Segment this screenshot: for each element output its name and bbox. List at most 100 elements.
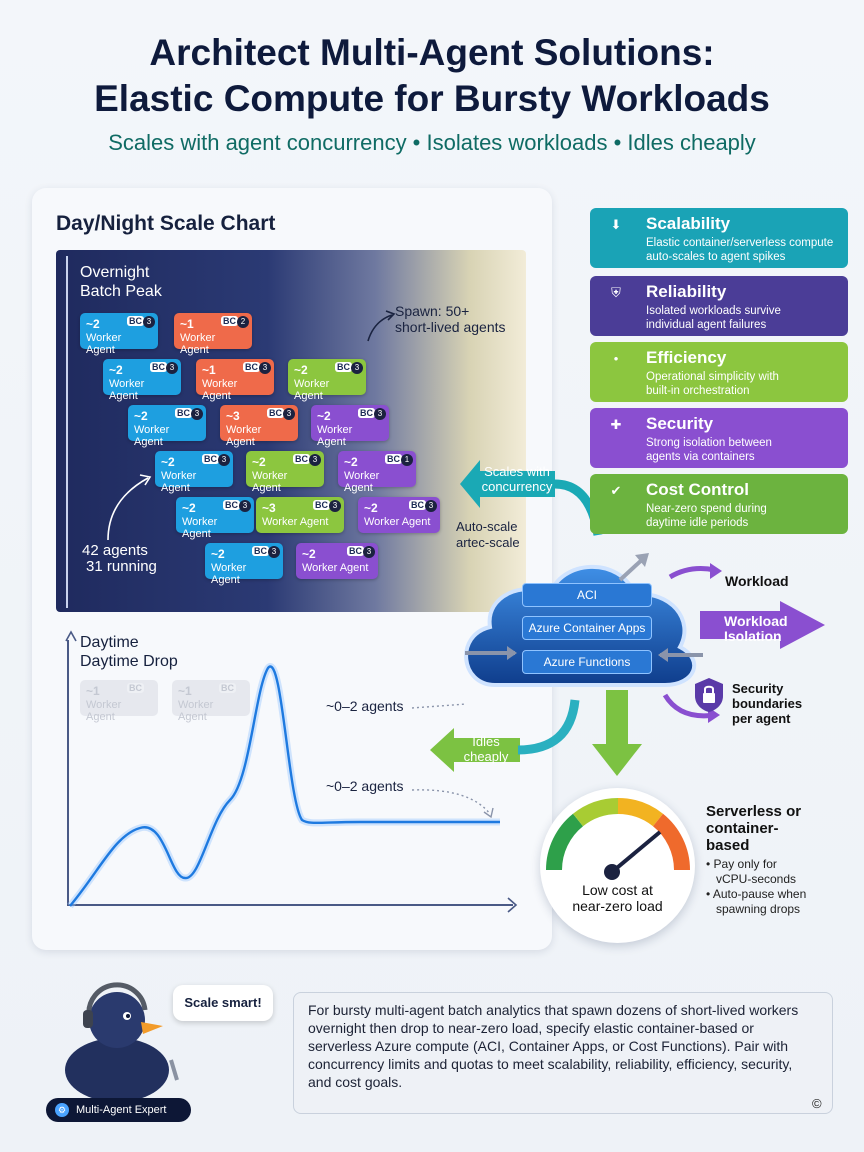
night-y-axis (66, 256, 68, 608)
cost-heading-line-1: Serverless or (706, 803, 802, 820)
agents-arrow-icon (107, 474, 152, 541)
scales-arrow-label: Scales with concurrency (472, 464, 562, 494)
autoscale-label-line-1: Auto-scale (456, 519, 518, 534)
cost-heading: Serverless or container- based (706, 803, 801, 854)
chip-count: ~3 (226, 409, 240, 423)
chip-badge: BC (150, 362, 167, 372)
chip-count-dot: 3 (363, 546, 375, 558)
chip-name: Worker Agent (109, 378, 145, 402)
spawn-note-line-1: Spawn: 50+ (395, 303, 470, 319)
day-label: Daytime Daytime Drop (80, 633, 178, 671)
gauge-caption-line-1: Low cost at (582, 882, 653, 898)
day-label-line-1: Daytime (80, 634, 139, 651)
security-boundaries-line-3: per agent (732, 711, 791, 726)
feature-desc-line-2: agents via containers (646, 451, 755, 463)
chip-count: ~2 (211, 547, 225, 561)
chip-count-dot: 3 (351, 362, 363, 374)
feature-title: Security (646, 414, 714, 433)
feature-desc-line-2: auto-scales to agent spikes (646, 251, 786, 263)
scales-label-line-2: concurrency (481, 479, 553, 494)
chip-name: Worker Agent (134, 424, 170, 448)
chip-name: Worker Agent (86, 332, 122, 356)
low-load-note-1: ~0–2 agents (326, 698, 404, 714)
chip-count-dot: 3 (283, 408, 295, 420)
feature-desc-line-2: individual agent failures (646, 319, 767, 331)
duck-mascot-icon (65, 982, 179, 1102)
chip-name: Worker Agent (182, 516, 218, 540)
speech-bubble: Scale smart! (173, 985, 273, 1021)
isolation-arrows (662, 563, 825, 723)
agents-count-line-2: 31 running (86, 558, 157, 575)
day-y-axis (67, 640, 69, 905)
chip-count: ~2 (86, 317, 100, 331)
lock-icon (695, 678, 723, 712)
bullet-icon: • (613, 351, 619, 366)
copyright-mark: © (812, 1096, 822, 1111)
chip-count: ~2 (302, 547, 316, 561)
chip-name: Worker Agent (178, 699, 214, 723)
feature-desc-line-1: Strong isolation between (646, 437, 772, 449)
feature-desc-line-2: built-in orchestration (646, 385, 750, 397)
idles-label-line-2: cheaply (463, 749, 509, 764)
chip-name: Worker Agent (226, 424, 262, 448)
feature-title: Scalability (646, 214, 731, 233)
workload-label: Workload (725, 573, 789, 589)
chip-badge: BC (175, 408, 192, 418)
chip-badge: BC (223, 500, 240, 510)
low-load-note-2: ~0–2 agents (326, 778, 404, 794)
chip-badge: BC (127, 683, 144, 693)
day-x-axis (67, 904, 513, 906)
chip-count: ~2 (294, 363, 308, 377)
chip-count: ~2 (182, 501, 196, 515)
chip-badge: BC (219, 683, 236, 693)
chip-count-dot: 3 (259, 362, 271, 374)
flow-arrows (430, 460, 603, 772)
chip-count: ~2 (161, 455, 175, 469)
cloud-side-arrows (465, 553, 703, 662)
chip-name: Worker Agent (86, 699, 122, 723)
chip-count: ~2 (317, 409, 331, 423)
shield-check-icon: ✔ (610, 483, 622, 498)
security-boundaries-label: Security boundaries per agent (732, 681, 802, 726)
feature-desc-line-2: daytime idle periods (646, 517, 749, 529)
feature-title: Cost Control (646, 480, 749, 499)
title-line-2: Elastic Compute for Bursty Workloads (94, 78, 770, 119)
chip-name: Worker Agent (302, 562, 369, 574)
feature-desc-line-1: Operational simplicity with (646, 371, 779, 383)
gauge-caption-line-2: near-zero load (572, 898, 663, 914)
cost-heading-line-3: based (706, 837, 750, 854)
autoscale-label-line-2: artec-scale (456, 535, 520, 550)
chip-badge: BC (202, 454, 219, 464)
spawn-note-line-2: short-lived agents (395, 319, 506, 335)
dotted-connector-1 (411, 703, 467, 709)
expert-badge-label: Multi-Agent Expert (76, 1104, 167, 1116)
cost-heading-line-2: container- (706, 820, 779, 837)
night-label: Overnight Batch Peak (80, 263, 162, 301)
chip-count: ~1 (86, 684, 100, 698)
chip-name: Worker Agent (344, 470, 380, 494)
chip-name: Worker Agent (202, 378, 238, 402)
chip-badge: BC (243, 362, 260, 372)
chip-count: ~3 (262, 501, 276, 515)
chip-badge: BC (358, 408, 375, 418)
chip-badge: BC (267, 408, 284, 418)
dotted-connector-2 (411, 789, 494, 819)
chip-name: Worker Agent (364, 516, 431, 528)
chip-count-dot: 3 (239, 500, 251, 512)
chip-count: ~1 (180, 317, 194, 331)
cost-bullet-1b: vCPU-seconds (716, 872, 797, 886)
cost-bullet-2a: • Auto-pause when (706, 887, 807, 901)
chip-name: Worker Agent (317, 424, 353, 448)
